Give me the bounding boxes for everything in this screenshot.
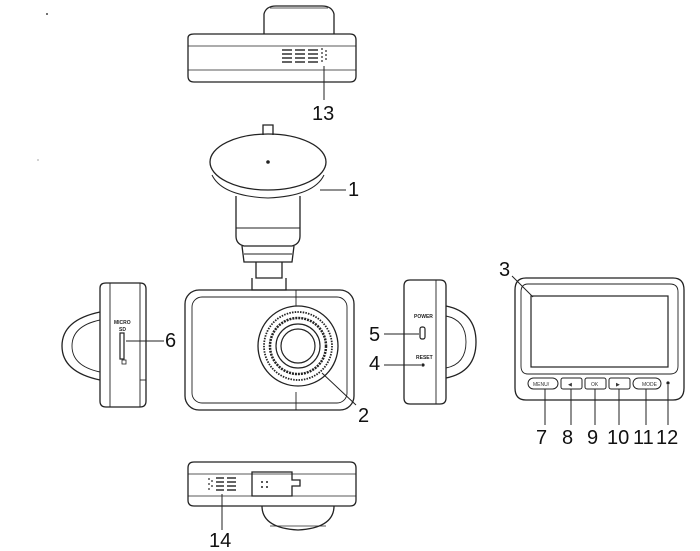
reset-hole bbox=[421, 363, 425, 367]
top-view bbox=[187, 5, 357, 100]
indicator-light bbox=[666, 381, 670, 385]
callout-6: 6 bbox=[165, 330, 177, 352]
power-port bbox=[419, 326, 426, 340]
top-view-lens-cap bbox=[263, 5, 335, 34]
left-side-view bbox=[61, 282, 164, 408]
mic-holes-top bbox=[321, 48, 327, 62]
callout-14: 14 bbox=[209, 530, 232, 551]
stray-dot bbox=[46, 13, 48, 15]
top-view-body bbox=[187, 33, 357, 83]
button-leaders bbox=[544, 385, 669, 425]
bottom-view bbox=[187, 461, 357, 531]
label-reset: RESET bbox=[416, 355, 433, 361]
mount-arm bbox=[235, 196, 301, 247]
left-side-body bbox=[99, 282, 147, 408]
callout-8: 8 bbox=[562, 427, 574, 449]
right-side-lens bbox=[445, 305, 477, 379]
mic-holes-bottom bbox=[208, 478, 213, 490]
front-view bbox=[184, 289, 357, 411]
mount-tab bbox=[262, 124, 274, 135]
mode-button-label: MODE bbox=[642, 382, 658, 388]
power-mode-button bbox=[632, 377, 662, 390]
right-button-label: ▶ bbox=[616, 382, 620, 388]
suction-cup bbox=[209, 133, 327, 191]
right-side-body bbox=[403, 279, 447, 405]
menu-button bbox=[527, 377, 559, 390]
callout-10: 10 bbox=[607, 427, 630, 449]
callout-12: 12 bbox=[656, 427, 679, 449]
leader-2 bbox=[321, 372, 357, 406]
main-lens bbox=[257, 305, 339, 387]
lcd-screen bbox=[530, 295, 669, 368]
suction-mount bbox=[209, 124, 346, 291]
callout-3: 3 bbox=[499, 259, 511, 281]
label-micro: MICRO bbox=[114, 320, 131, 326]
callout-9: 9 bbox=[587, 427, 599, 449]
front-body bbox=[184, 289, 355, 411]
speaker-grille-top bbox=[282, 49, 318, 63]
callout-4: 4 bbox=[369, 353, 381, 375]
callout-1: 1 bbox=[348, 179, 360, 201]
left-side-lens bbox=[61, 311, 101, 381]
label-sd: SD bbox=[119, 327, 126, 333]
back-body bbox=[514, 277, 685, 401]
callout-13: 13 bbox=[312, 103, 335, 125]
callout-7: 7 bbox=[536, 427, 548, 449]
back-view bbox=[511, 275, 685, 425]
menu-button-label: MENU/ bbox=[533, 382, 550, 388]
callout-11: 11 bbox=[633, 427, 654, 449]
speaker-grille-bottom bbox=[216, 477, 236, 491]
callout-2: 2 bbox=[358, 405, 370, 427]
mount-socket bbox=[251, 471, 301, 497]
ok-button-label: OK bbox=[591, 382, 599, 388]
label-power: POWER bbox=[414, 314, 433, 320]
stray-dot bbox=[37, 159, 39, 161]
bottom-view-lens bbox=[261, 505, 335, 531]
right-side-view bbox=[384, 279, 477, 405]
bottom-view-body bbox=[187, 461, 357, 507]
left-button-label: ◀ bbox=[568, 382, 572, 388]
microsd-slot bbox=[119, 332, 125, 360]
callout-5: 5 bbox=[369, 324, 381, 346]
leader-3 bbox=[511, 275, 534, 298]
